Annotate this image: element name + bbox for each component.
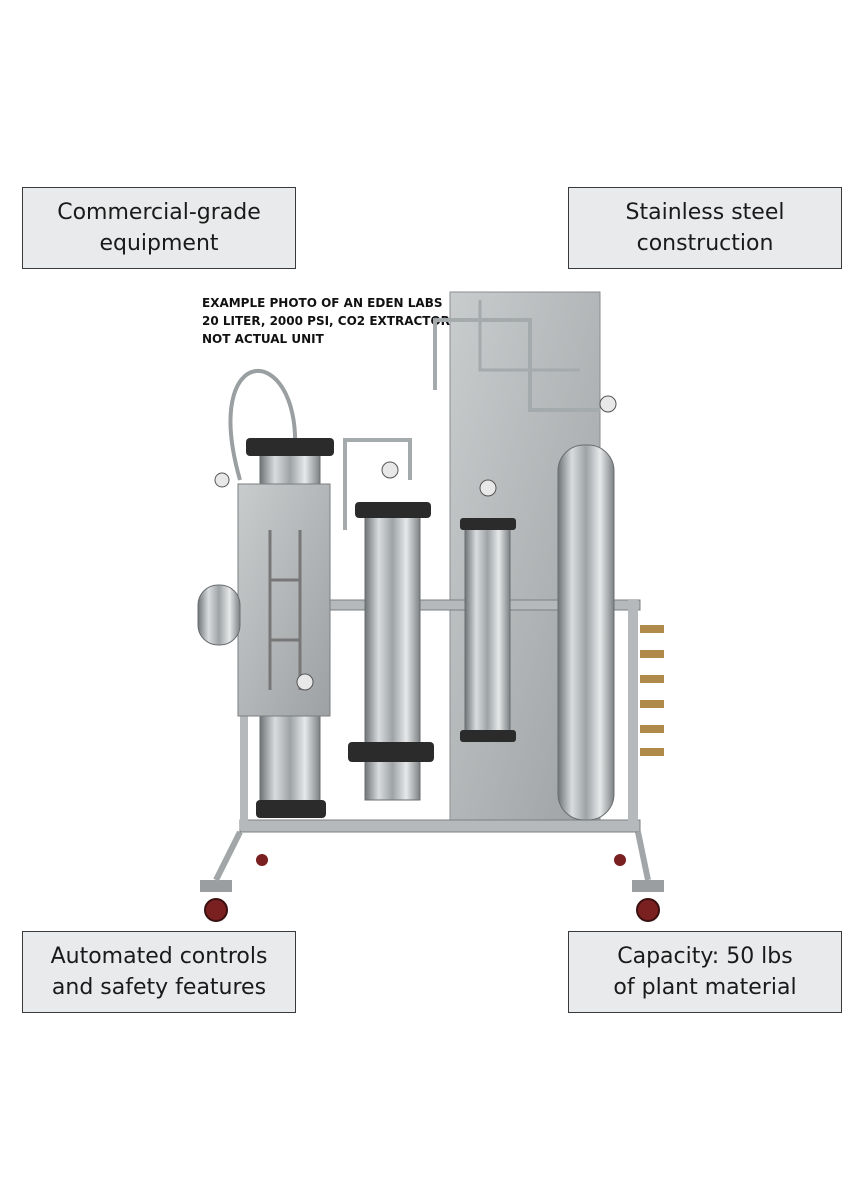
pipe	[343, 438, 412, 530]
vessel-lid	[246, 438, 334, 456]
caption-line-1: EXAMPLE PHOTO OF AN EDEN LABS	[202, 296, 443, 310]
callout-commercial-grade: Commercial-grade equipment	[22, 187, 296, 269]
vessel-lid	[460, 518, 516, 530]
callout-automated-controls: Automated controls and safety features	[22, 931, 296, 1013]
pressure-gauge-icon	[296, 673, 314, 691]
caption-line-2: 20 LITER, 2000 PSI, CO2 EXTRACTOR	[202, 314, 450, 328]
caption-line-3: NOT ACTUAL UNIT	[202, 332, 324, 346]
vessel-base	[256, 800, 326, 818]
photo-caption: EXAMPLE PHOTO OF AN EDEN LABS 20 LITER, …	[202, 294, 450, 348]
frame-leg	[213, 830, 651, 882]
hose	[228, 368, 298, 481]
co2-extractor-photo	[197, 291, 664, 922]
callout-text: Stainless steel construction	[625, 200, 785, 256]
callout-capacity: Capacity: 50 lbs of plant material	[568, 931, 842, 1013]
pressure-gauge-icon	[214, 472, 230, 488]
callout-text: Commercial-grade equipment	[57, 200, 261, 256]
coil	[197, 584, 241, 646]
frame-rail	[239, 819, 641, 833]
caster-wheels	[200, 854, 664, 922]
pressure-gauge-icon	[381, 461, 399, 479]
frame-leg	[628, 600, 638, 830]
collection-vessel	[464, 524, 511, 736]
frame-leg	[240, 610, 248, 830]
pipe	[478, 300, 580, 372]
vessel-base	[460, 730, 516, 742]
callout-text: Capacity: 50 lbs of plant material	[613, 944, 797, 1000]
pressure-gauge-icon	[479, 479, 497, 497]
pressure-gauge-icon	[599, 395, 617, 413]
pipe	[433, 318, 600, 412]
callout-text: Automated controls and safety features	[50, 944, 268, 1000]
vessel-lid	[355, 502, 431, 518]
valve-panel	[237, 483, 331, 717]
accumulator-tank	[557, 444, 615, 821]
brass-fittings	[640, 625, 664, 756]
vessel-clamp	[348, 742, 434, 762]
callout-stainless-steel: Stainless steel construction	[568, 187, 842, 269]
